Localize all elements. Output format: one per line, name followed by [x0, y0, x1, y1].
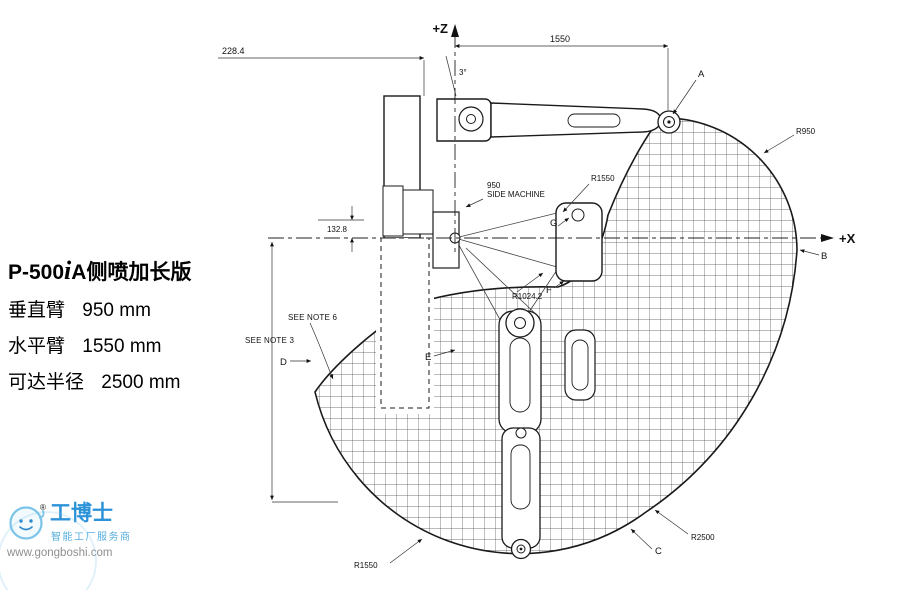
note6-leader: [309, 322, 334, 380]
point-f: F: [546, 285, 552, 296]
robot-column: [380, 95, 461, 409]
product-model-suffix: A侧喷加长版: [71, 261, 192, 284]
linkage-lines: [454, 212, 558, 326]
spec-label: 垂直臂: [8, 300, 66, 321]
registered-mark: ®: [40, 503, 46, 512]
spec-horizontal-arm: 水平臂 1550 mm: [8, 331, 258, 358]
dim-132-label: 132.8: [327, 225, 348, 234]
tilt-angle-label: 3°: [459, 68, 467, 77]
radius-reach-label: R2500: [691, 533, 715, 542]
radius-inner-label: R1024.2: [512, 292, 543, 301]
work-envelope: [314, 117, 798, 555]
product-model-i: i: [64, 256, 72, 285]
product-title: P-500iA侧喷加长版: [8, 256, 258, 286]
radius-wrist-upper-label: R1550: [591, 174, 615, 183]
z-axis-label: +Z: [432, 21, 448, 36]
column-extension-dashed: [380, 237, 430, 409]
watermark-subtitle: 智能工厂服务商: [51, 532, 132, 544]
point-b: B: [821, 251, 827, 262]
envelope-boundary: [314, 117, 798, 555]
robot-top-arm: [436, 98, 681, 142]
side-machine-value: 950: [487, 181, 501, 190]
robot-wrist: [555, 202, 603, 401]
spec-vertical-arm: 垂直臂 950 mm: [8, 295, 258, 322]
watermark-name: 工博士: [50, 502, 113, 525]
spec-label: 可达半径: [8, 372, 85, 393]
spec-reach-radius: 可达半径 2500 mm: [8, 367, 258, 394]
dim-228-label: 228.4: [222, 46, 245, 56]
centerlines: [268, 24, 834, 252]
x-axis-arrow: [821, 234, 834, 242]
dim-1550-label: 1550: [550, 34, 570, 44]
watermark: ® 工博士 智能工厂服务商 www.gongboshi.com: [0, 501, 177, 590]
radius-top-label: R950: [796, 127, 816, 136]
robot-vertical-arm: [498, 308, 542, 560]
product-model-prefix: P-500: [8, 261, 65, 284]
spec-label: 水平臂: [8, 336, 66, 357]
tilt-line: [445, 55, 457, 97]
spec-value: 1550 mm: [82, 336, 162, 357]
point-c: C: [655, 546, 662, 557]
point-d: D: [280, 357, 287, 368]
x-axis-label: +X: [839, 231, 856, 246]
see-note-3: SEE NOTE 3: [245, 336, 294, 345]
mascot-logo-icon: ®: [9, 503, 46, 540]
radius-bottom-label: R1550: [354, 561, 378, 570]
spec-value: 950 mm: [82, 300, 151, 321]
z-axis-arrow: [451, 24, 459, 37]
point-a: A: [698, 69, 705, 80]
dimension-lines: [218, 44, 820, 564]
spec-value: 2500 mm: [101, 372, 181, 393]
watermark-url[interactable]: www.gongboshi.com: [7, 547, 113, 560]
see-note-6: SEE NOTE 6: [288, 313, 337, 322]
product-info-panel: P-500iA侧喷加长版 垂直臂 950 mm 水平臂 1550 mm 可达半径…: [8, 256, 258, 394]
point-g: G: [550, 218, 557, 229]
side-machine-label: SIDE MACHINE: [487, 190, 545, 199]
point-e: E: [425, 352, 431, 363]
